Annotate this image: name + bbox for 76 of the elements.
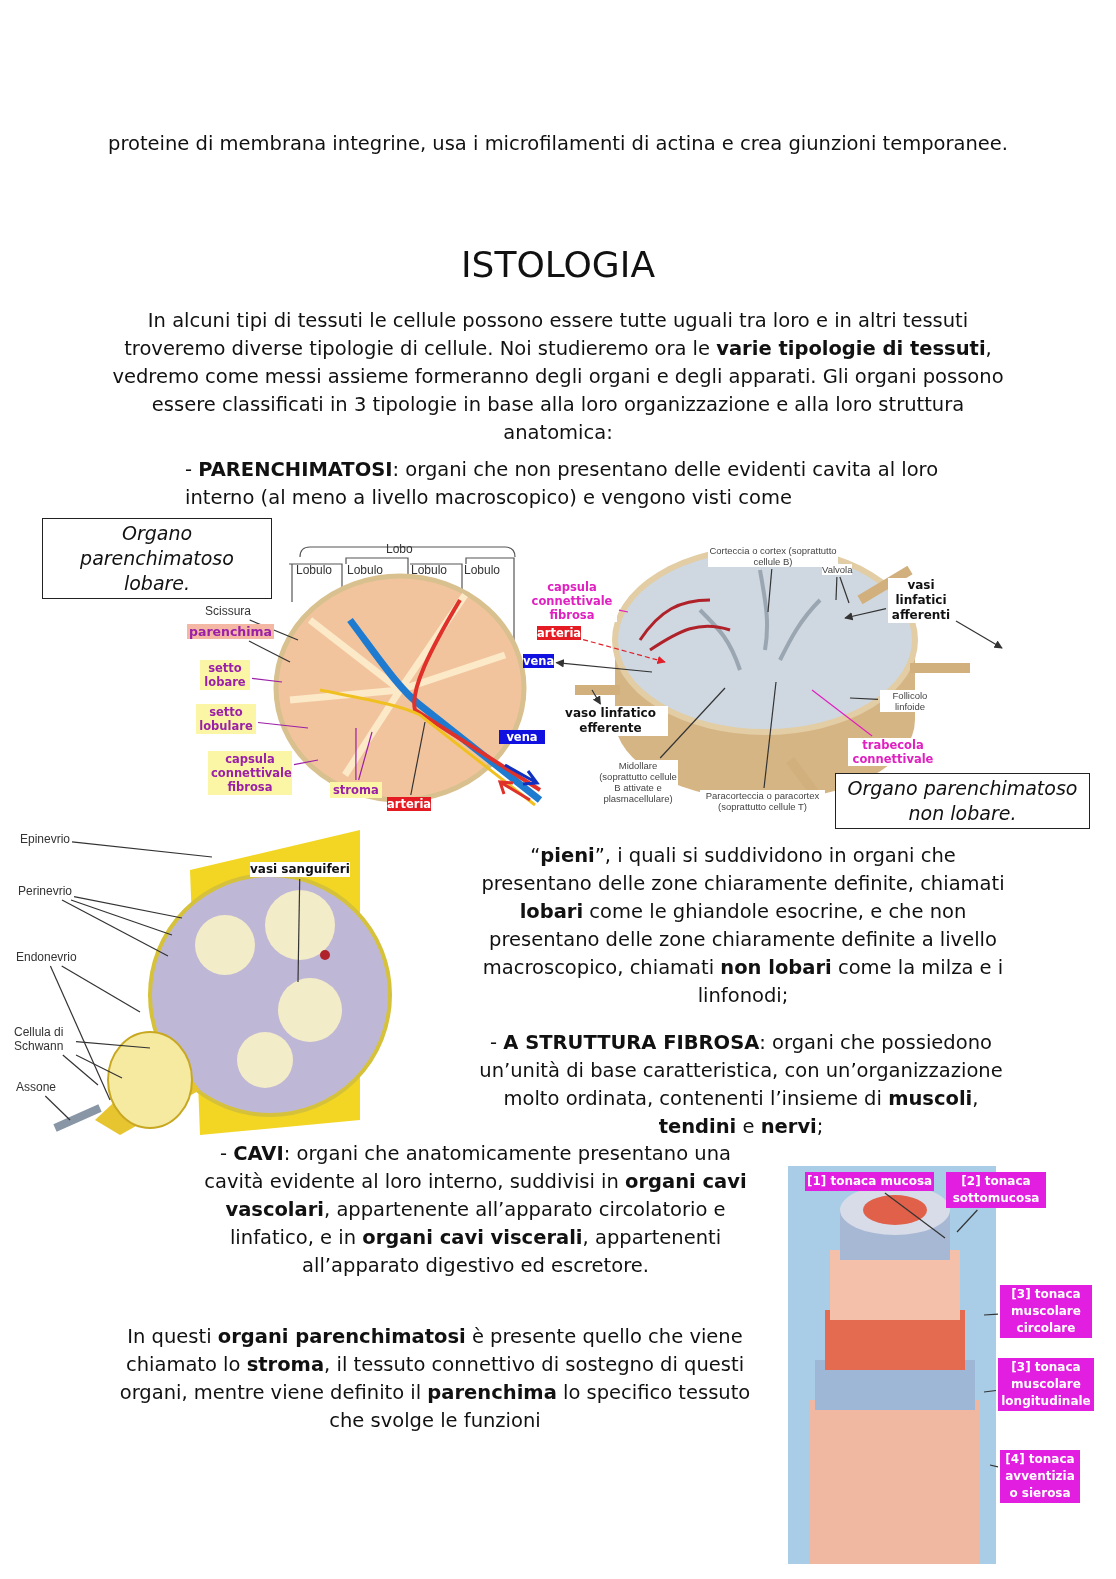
part-label: Valvola [822,564,853,575]
part-label: [3] tonaca muscolare circolare [1000,1285,1092,1338]
part-label: arteria [537,626,582,640]
leader-line [355,727,357,781]
part-label: vasi sanguiferi [250,862,350,877]
part-label: stroma [330,782,382,798]
part-label: Epinevrio [20,832,71,846]
part-label: arteria [387,797,432,811]
part-label: Lobulo [347,563,385,577]
arrow [591,689,601,705]
caption-box: Organo parenchimatoso lobare. [42,518,272,599]
paragraph: proteine di membrana integrine, usa i microfilamenti di actina e crea giunzioni temporanee. [107,131,1009,157]
part-label: vena [499,730,545,744]
leader-line [983,1389,997,1393]
page-title: ISTOLOGIA [459,244,656,285]
paragraph: - A STRUTTURA FIBROSA: organi che possiedono un’unità di base caratteristica, con un’organizzazione molto ordinata, contenenti l’insieme di muscoli, tendini e nervi; [478,1030,1004,1140]
leader-line [248,640,291,663]
part-label: [2] tonaca sottomucosa [946,1172,1046,1208]
leader-line [293,759,319,766]
leader-line [956,1209,978,1233]
part-label: vena [523,654,555,668]
part-label: parenchima [187,624,274,639]
part-label: [3] tonaca muscolare longitudinale [998,1358,1094,1411]
leader-line [75,1041,151,1049]
caption-box: Organo parenchimatoso non lobare. [835,773,1090,829]
leader-line [983,1313,999,1316]
leader-line [257,721,309,729]
leader-line [989,1464,999,1468]
part-label: Corteccia o cortex (soprattutto cellule B) [708,545,838,567]
leader-line [763,681,777,789]
arrow [582,639,666,665]
leader-line [71,841,213,858]
paragraph: - PARENCHIMATOSI: organi che non presentano delle evidenti cavita al loro interno (al meno a livello macroscopico) e vengono visti come [185,457,940,511]
leader-line [884,1192,946,1239]
part-label: Lobulo [411,563,449,577]
part-label: Endonevrio [16,950,77,964]
leader-line [44,1095,71,1121]
part-label: Assone [16,1080,57,1094]
leader-line [767,568,773,613]
leader-line [811,689,873,737]
leader-line [410,721,426,796]
part-label: Lobo [386,542,414,556]
part-label: Paracorteccia o paracortex (soprattutto cellule T) [700,790,825,812]
part-label: [1] tonaca mucosa [805,1172,935,1191]
paragraph: - CAVI: organi che anatomicamente presentano una cavità evidente al loro interno, suddivisi in organi cavi vascolari, appartenente all’apparato circolatorio e linfatico, e in organi cavi viscerali, appartenenti all’apparato digestivo ed escretore. [203,1141,748,1279]
part-label: Lobulo [296,563,334,577]
leader-line [70,899,173,936]
leader-line [358,731,373,781]
leader-line [49,965,111,1101]
part-label: Cellula di Schwann [14,1025,74,1053]
leader-line [659,687,726,759]
part-label: Scissura [205,604,251,618]
leader-line [61,899,169,957]
part-label: Lobulo [464,563,502,577]
arrow [844,608,887,621]
paragraph: In questi organi parenchimatosi è presente quello che viene chiamato lo stroma, il tessuto connettivo di sostegno di questi organi, mentre viene definito il parenchima lo specifico tessuto che svolge le funzioni [118,1324,752,1434]
part-label: Perinevrio [18,884,73,898]
leader-line [618,609,629,613]
part-label: [4] tonaca avventizia o sierosa [1000,1450,1080,1503]
part-label: setto lobare [200,660,250,690]
paragraph: In alcuni tipi di tessuti le cellule possono essere tutte uguali tra loro e in altri tessuti troveremo diverse tipologie di cellule. Noi studieremo ora le varie tipologie di tessuti, vedremo come messi assieme formeranno degli organi e degli apparati. Gli organi possono essere classificati in 3 tipologie in base alla loro organizzazione e alla loro struttura anatomica: [111,308,1005,446]
leader-line [839,576,850,604]
leader-line [849,697,879,700]
leader-line [835,576,838,601]
arrow [555,659,653,673]
part-label: setto lobulare [196,704,256,734]
leader-line [251,677,283,683]
part-label: capsula connettivale fibrosa [208,751,292,795]
leader-line [73,896,183,919]
arrow [955,620,1003,649]
paragraph: “pieni”, i quali si suddividono in organi che presentano delle zone chiaramente definite, chiamati lobari come le ghiandole esocrine, e che non presentano delle zone chiaramente definite a livello macroscopico, chiamati non lobari come la milza e i linfonodi; [480,843,1006,1009]
leader-line [297,878,301,983]
part-label: Midollare (soprattutto cellule B attivate e plasmacellulare) [598,760,678,804]
leader-line [75,1054,123,1079]
leader-line [62,1054,99,1086]
leader-line [61,965,141,1013]
